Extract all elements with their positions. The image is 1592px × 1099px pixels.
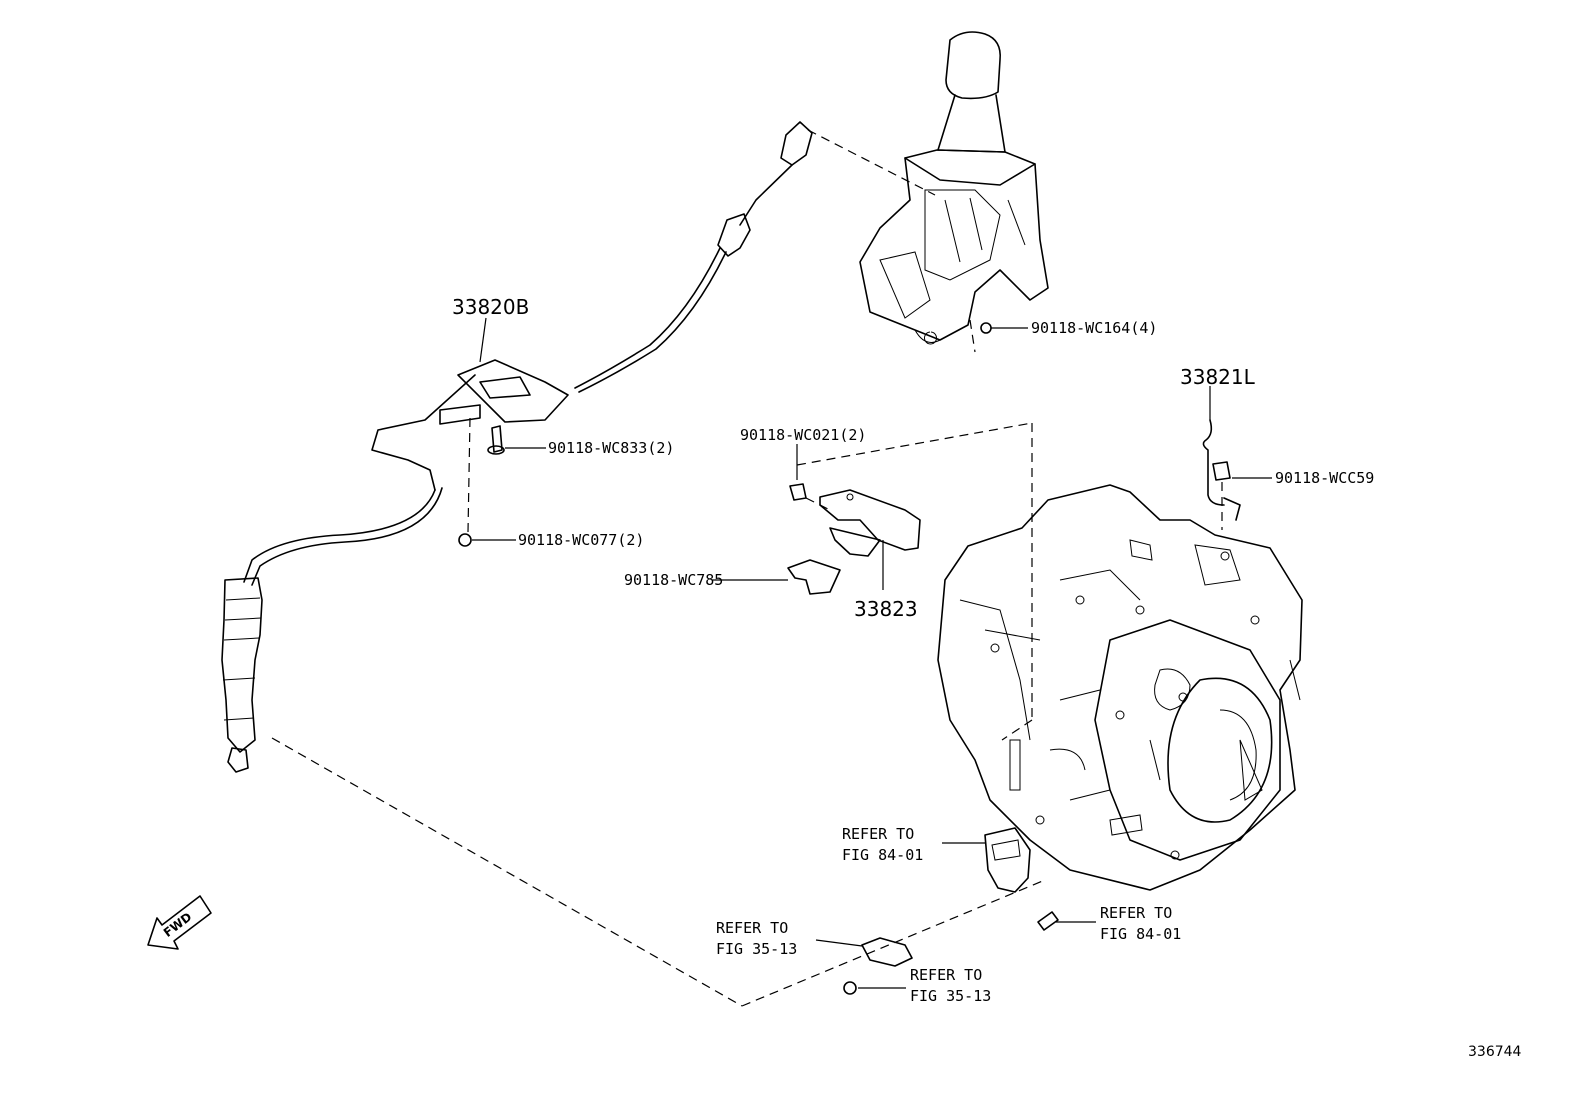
fwd-arrow-label: FWD — [161, 910, 195, 940]
bracket-bolt-icon — [789, 483, 807, 501]
fastener-label-hook-bolt: 90118-WCC59 — [1275, 469, 1375, 487]
reference-switch: REFER TO FIG 84-01 — [842, 825, 924, 864]
fastener-label-clip: 90118-WC785 — [624, 571, 724, 589]
dashed-guides — [271, 129, 1223, 1007]
figure-number: 336744 — [1468, 1044, 1522, 1060]
cable-bolt-icon — [487, 425, 505, 455]
clip-icon — [787, 559, 841, 595]
part-label-bracket: 33823 — [854, 597, 918, 621]
speed-sensor-icon — [861, 937, 913, 967]
cable-nut-icon — [458, 533, 472, 547]
transmission-assembly — [937, 484, 1303, 891]
fastener-label-cable-bolt: 90118-WC833(2) — [548, 439, 675, 457]
part-label-cable: 33820B — [452, 295, 530, 319]
fastener-label-bracket-bolt: 90118-WC021(2) — [740, 426, 867, 444]
switch-bolt-icon — [1037, 911, 1059, 931]
reference-switch-bolt: REFER TO FIG 84-01 — [1100, 904, 1182, 943]
fastener-label-shifter-nut: 90118-WC164(4) — [1031, 319, 1158, 337]
leader-lines — [472, 317, 1272, 989]
shifter-nut-icon — [980, 322, 992, 334]
hook-bolt-icon — [1212, 461, 1231, 481]
shift-lever-assembly — [859, 31, 1049, 345]
fwd-arrow-icon: FWD — [147, 895, 212, 950]
reference-sensor: REFER TO FIG 35-13 — [716, 919, 798, 958]
reference-sensor-nut: REFER TO FIG 35-13 — [910, 966, 992, 1005]
part-label-hook: 33821L — [1180, 365, 1255, 389]
bracket-icon — [819, 489, 921, 557]
hook-icon — [1202, 419, 1241, 521]
fastener-label-cable-nut: 90118-WC077(2) — [518, 531, 645, 549]
shift-cable — [221, 121, 813, 773]
sensor-nut-icon — [843, 981, 857, 995]
neutral-switch-icon — [984, 827, 1031, 893]
